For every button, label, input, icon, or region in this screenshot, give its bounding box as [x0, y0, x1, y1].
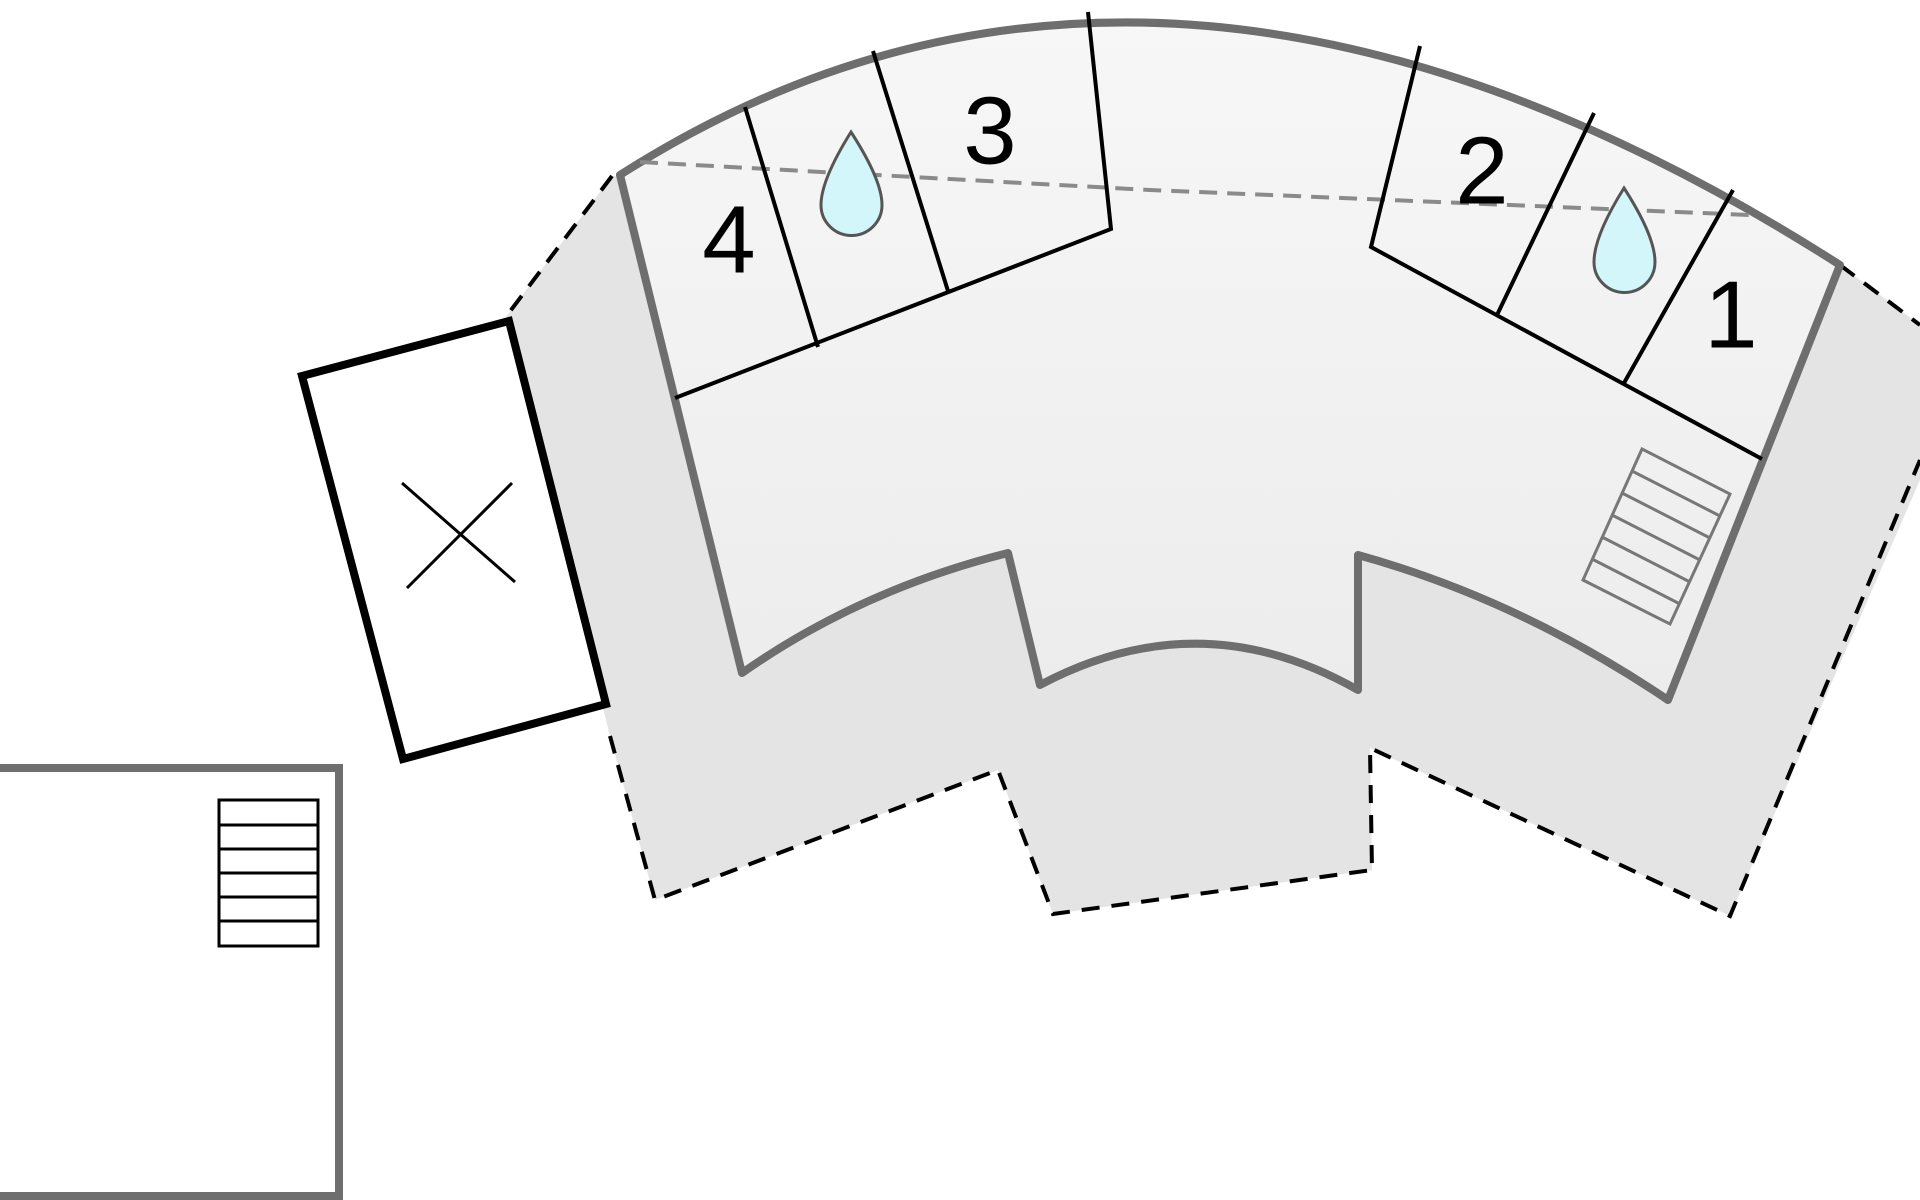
adjacent-building	[0, 764, 343, 1200]
room-number-4: 4	[702, 186, 755, 293]
room-number-2: 2	[1455, 117, 1508, 224]
room-block-right	[1368, 45, 1763, 461]
terrace-boundary	[503, 174, 1920, 919]
room-number-1: 1	[1704, 261, 1757, 368]
water-drop-icon	[1592, 185, 1657, 294]
room-block-left	[674, 11, 1114, 400]
stairs-icon	[1581, 446, 1732, 627]
cross-icon	[401, 481, 516, 590]
main-building	[616, 18, 1844, 704]
room-number-3: 3	[963, 77, 1016, 184]
stairs-icon	[217, 798, 320, 948]
water-drop-icon	[819, 129, 884, 237]
